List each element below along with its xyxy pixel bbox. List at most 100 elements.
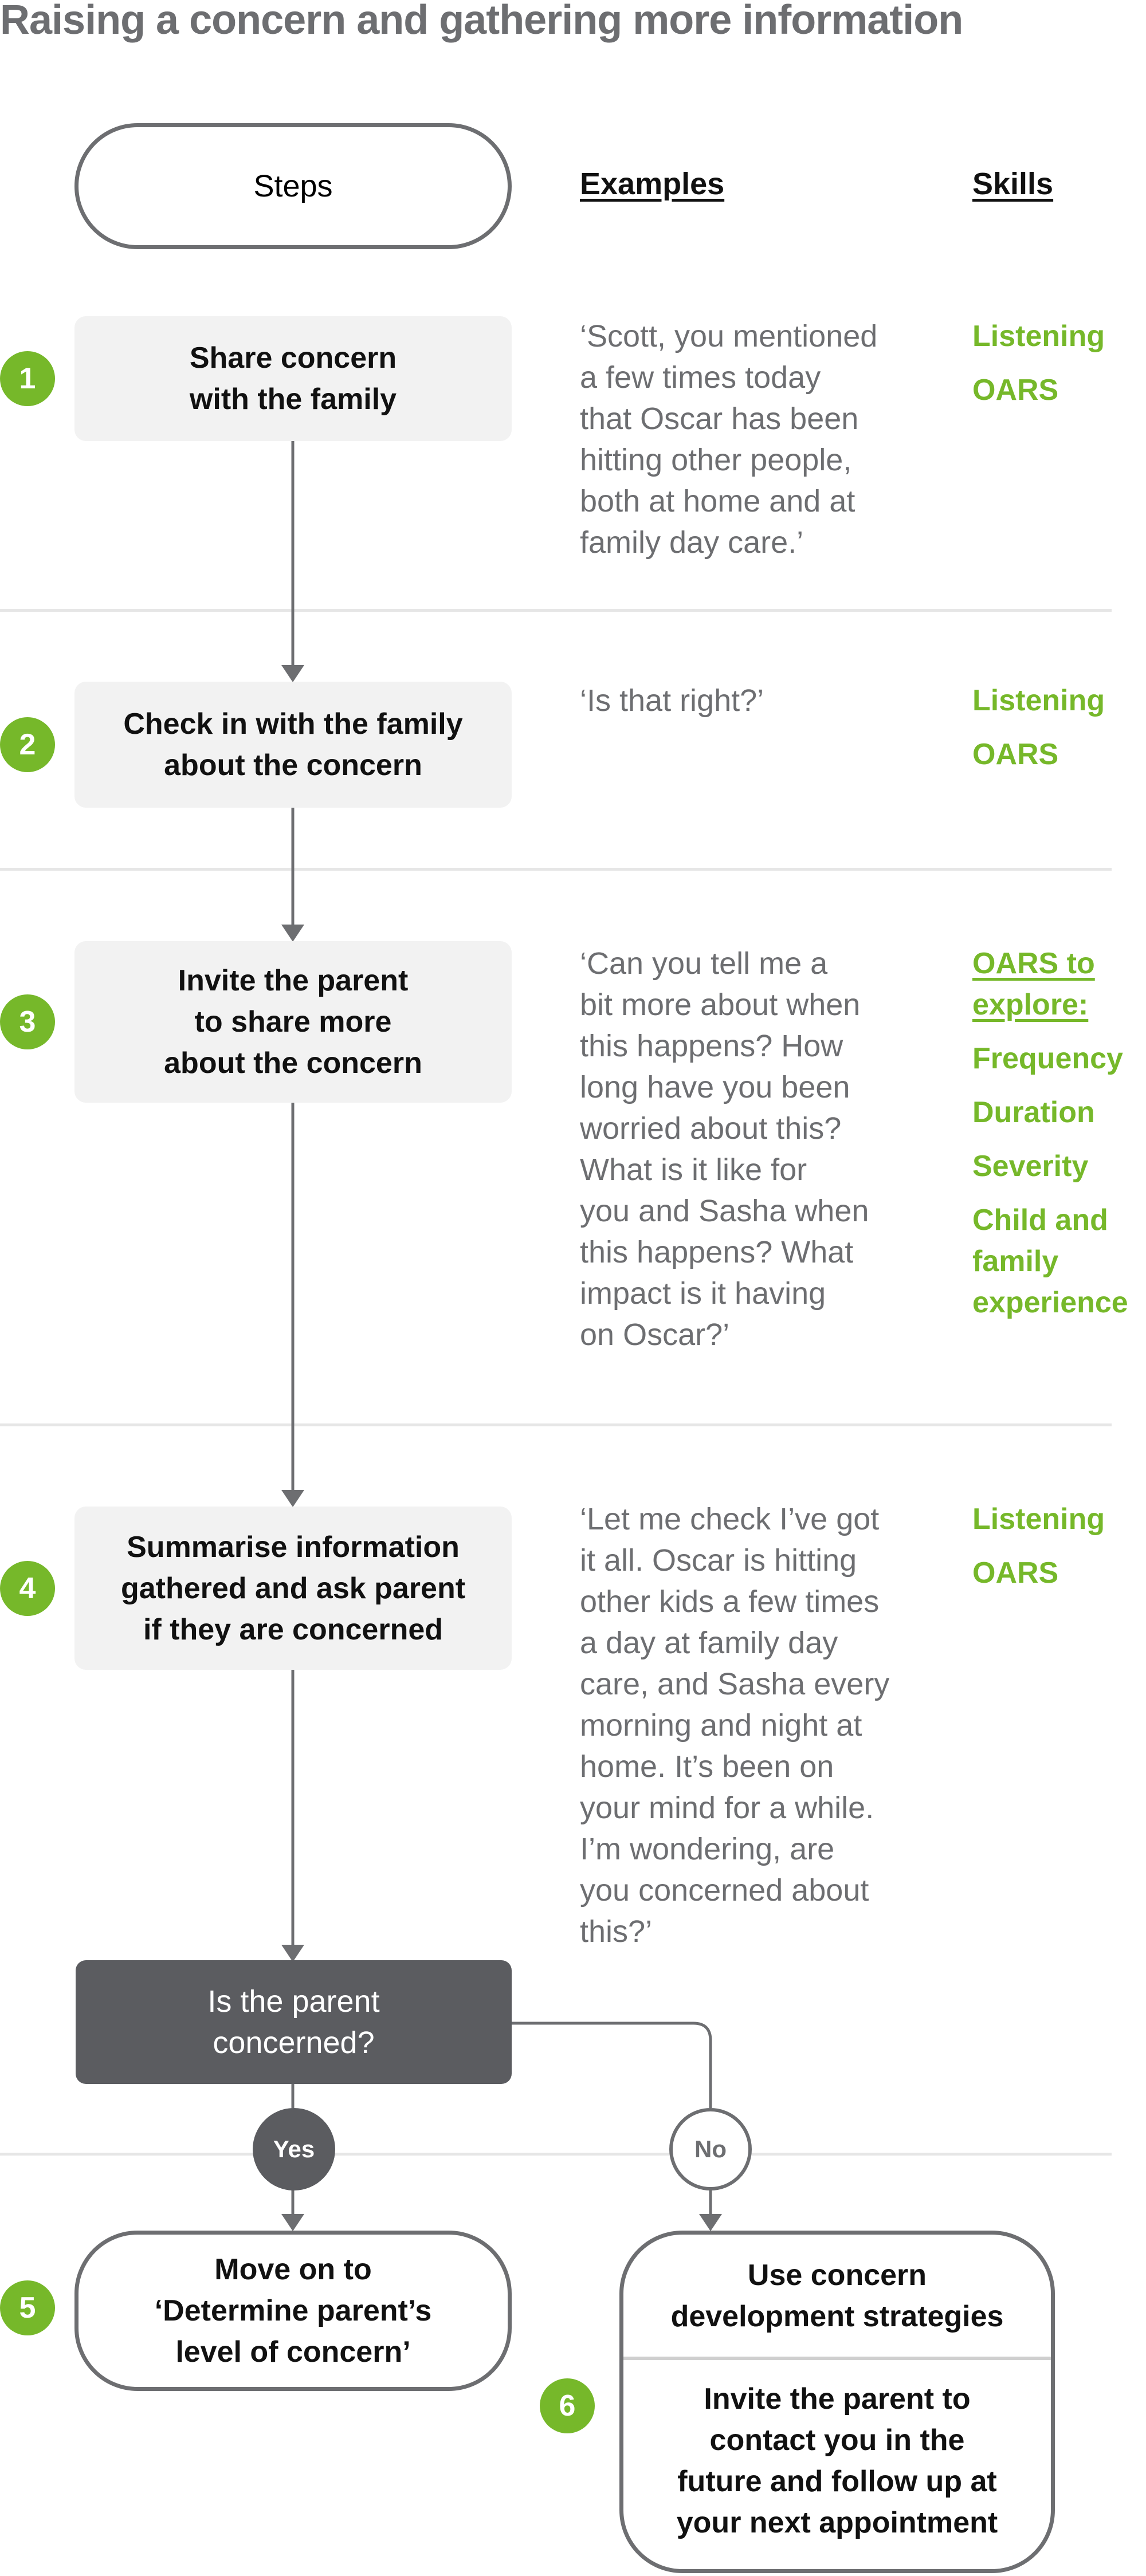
skill-line: OARS xyxy=(972,373,1059,407)
skill-line: Listening xyxy=(972,684,1105,717)
skills-header: Skills xyxy=(972,167,1054,201)
yes-branch-label: Yes xyxy=(253,2108,335,2190)
step-6-box: Use concern development strategies Invit… xyxy=(619,2231,1055,2573)
example-line: I’m wondering, are xyxy=(580,1832,835,1866)
skill-line: Child and xyxy=(972,1204,1108,1237)
step-6-top-line: Use concern xyxy=(747,2258,927,2292)
example-line: long have you been xyxy=(580,1070,850,1104)
steps-header-label: Steps xyxy=(253,169,333,203)
example-line: morning and night at xyxy=(580,1708,862,1743)
example-line: a few times today xyxy=(580,360,821,395)
example-line: you concerned about xyxy=(580,1873,869,1908)
decision-line: Is the parent xyxy=(207,1984,380,2019)
step-6-bottom: Invite the parent to contact you in the … xyxy=(623,2360,1051,2543)
examples-header: Examples xyxy=(580,167,725,201)
step-6-bottom-line: contact you in the xyxy=(709,2424,965,2457)
skill-item: OARS xyxy=(972,734,1105,775)
example-line: both at home and at xyxy=(580,484,855,518)
example-line: it all. Oscar is hitting xyxy=(580,1543,857,1578)
example-line: on Oscar?’ xyxy=(580,1318,730,1352)
skill-item: OARS xyxy=(972,369,1105,411)
step-5-line: level of concern’ xyxy=(175,2335,411,2369)
example-line: that Oscar has been xyxy=(580,402,859,436)
skill-line: experience xyxy=(972,1286,1128,1319)
step-5-line: Move on to xyxy=(214,2253,372,2286)
example-line: family day care.’ xyxy=(580,525,804,560)
example-line: worried about this? xyxy=(580,1111,842,1146)
step-1-box: Share concern with the family xyxy=(74,316,512,441)
skill-line: OARS xyxy=(972,1556,1059,1590)
step-number-badge: 1 xyxy=(0,351,55,406)
no-branch-label: No xyxy=(669,2108,752,2190)
line-decision-to-no xyxy=(512,2022,712,2108)
skill-line: OARS xyxy=(972,738,1059,771)
skill-line: Listening xyxy=(972,320,1105,353)
step-6-top-line: development strategies xyxy=(670,2299,1004,2333)
example-line: you and Sasha when xyxy=(580,1194,869,1228)
example-line: bit more about when xyxy=(580,988,861,1022)
step-text-line: Invite the parent xyxy=(178,964,409,997)
step-text-line: if they are concerned xyxy=(143,1613,444,1646)
step-5-box: Move on to ‘Determine parent’s level of … xyxy=(74,2231,512,2391)
steps-header-pill: Steps xyxy=(74,123,512,249)
skill-item: Frequency xyxy=(972,1038,1128,1079)
section-divider xyxy=(0,609,1112,612)
skill-line: Listening xyxy=(972,1503,1105,1536)
skill-item: Child and family experience xyxy=(972,1199,1128,1323)
example-line: a day at family day xyxy=(580,1626,838,1660)
example-line: other kids a few times xyxy=(580,1584,880,1619)
step-text-line: with the family xyxy=(189,383,397,416)
example-line: this?’ xyxy=(580,1914,653,1949)
step-text-line: Summarise information xyxy=(127,1530,460,1564)
example-line: ‘Let me check I’ve got xyxy=(580,1502,880,1536)
example-line: this happens? What xyxy=(580,1235,854,1269)
skill-line: Frequency xyxy=(972,1042,1123,1075)
step-text-line: gathered and ask parent xyxy=(120,1571,466,1605)
example-line: impact is it having xyxy=(580,1276,826,1311)
step-text-line: to share more xyxy=(194,1005,392,1039)
page-title: Raising a concern and gathering more inf… xyxy=(0,0,963,43)
step-6-bottom-line: your next appointment xyxy=(676,2506,998,2539)
example-line: What is it like for xyxy=(580,1153,807,1187)
step-2-box: Check in with the family about the concer… xyxy=(74,682,512,808)
skill-line: family xyxy=(972,1245,1059,1278)
section-divider xyxy=(0,1423,1112,1426)
step-number-badge: 5 xyxy=(0,2280,55,2335)
skill-item: Listening xyxy=(972,1499,1105,1540)
example-line: ‘Is that right?’ xyxy=(580,683,764,718)
section-divider xyxy=(0,2153,1112,2156)
step-number-badge: 4 xyxy=(0,1560,55,1616)
example-quote: ‘Is that right?’ xyxy=(580,680,764,721)
decision-box: Is the parent concerned? xyxy=(76,1960,512,2084)
step-4-box: Summarise information gathered and ask pa… xyxy=(74,1507,512,1670)
example-line: ‘Scott, you mentioned xyxy=(580,319,878,353)
skill-line: Severity xyxy=(972,1150,1089,1183)
step-number-badge: 3 xyxy=(0,994,55,1049)
example-line: your mind for a while. xyxy=(580,1791,874,1825)
section-divider xyxy=(0,868,1112,871)
skill-item: OARS xyxy=(972,1552,1105,1594)
step-text-line: Share concern xyxy=(189,341,397,375)
example-quote: ‘Let me check I’ve got it all. Oscar is h… xyxy=(580,1499,889,1952)
step-number-badge: 6 xyxy=(540,2378,595,2433)
step-number-badge: 2 xyxy=(0,717,55,772)
example-quote: ‘Scott, you mentioned a few times today th… xyxy=(580,316,877,563)
example-line: this happens? How xyxy=(580,1029,843,1063)
step-text-line: Check in with the family xyxy=(123,707,463,741)
example-line: care, and Sasha every xyxy=(580,1667,890,1701)
step-text-line: about the concern xyxy=(164,749,422,782)
skill-item: Severity xyxy=(972,1146,1128,1187)
skill-line: Duration xyxy=(972,1096,1095,1129)
decision-line: concerned? xyxy=(213,2026,375,2060)
skill-line: OARS to xyxy=(972,947,1095,980)
example-line: home. It’s been on xyxy=(580,1749,834,1784)
example-line: hitting other people, xyxy=(580,443,852,477)
